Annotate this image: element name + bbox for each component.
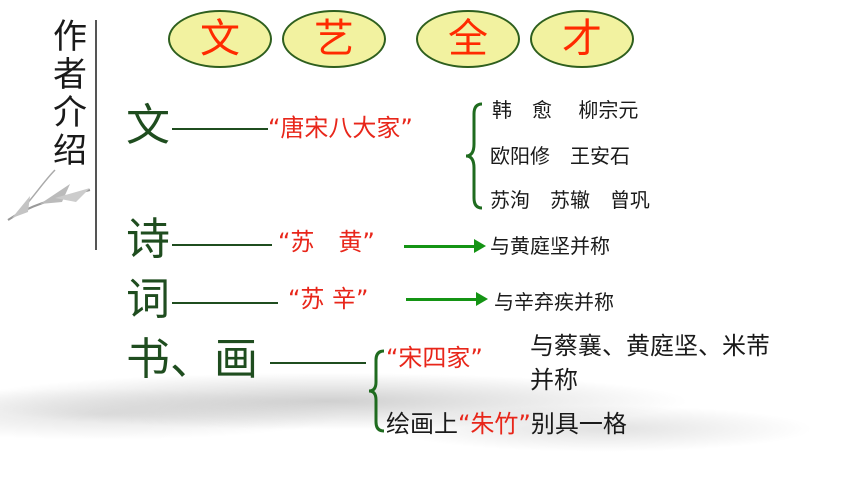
- dash-shuhua: [270, 362, 366, 364]
- bamboo-decoration-icon: [7, 169, 91, 221]
- painting-line: 绘画上“朱竹”别具一格: [386, 412, 627, 436]
- side-divider: [95, 20, 97, 250]
- header-oval-yi: 艺: [282, 10, 386, 68]
- wen-names-line2: 欧阳修 王安石: [490, 144, 630, 168]
- header-oval-quan: 全: [416, 10, 520, 68]
- header-oval-cai: 才: [530, 10, 634, 68]
- wen-names-line3: 苏洵 苏辙 曾巩: [490, 188, 650, 212]
- ink-wash-background: [0, 300, 860, 484]
- note-ci: 与辛弃疾并称: [494, 290, 614, 314]
- header-oval-wen: 文: [168, 10, 272, 68]
- row-label-ci: 词: [126, 274, 170, 325]
- arrow-shi-icon: [404, 239, 486, 253]
- term-ci: “苏 辛”: [288, 285, 369, 313]
- brace-shuhua-icon: [368, 349, 385, 433]
- header-char: 才: [562, 16, 602, 62]
- side-title-char: 介: [53, 93, 87, 133]
- dash-ci: [172, 302, 278, 304]
- term-shuhua: “宋四家”: [386, 344, 483, 372]
- note-shi: 与黄庭坚并称: [490, 234, 610, 258]
- header-char: 文: [200, 16, 240, 62]
- header-char: 艺: [314, 16, 354, 62]
- note-shuhua-line1: 与蔡襄、黄庭坚、米芾: [530, 332, 770, 360]
- row-label-shi: 诗: [126, 214, 170, 265]
- row-label-shuhua: 书、画: [126, 334, 258, 385]
- side-title: 作 者 介 绍: [50, 18, 90, 170]
- wen-names-line1: 韩 愈 柳宗元: [492, 98, 639, 122]
- side-title-char: 者: [53, 55, 87, 95]
- header-char: 全: [448, 16, 488, 62]
- term-wen: “唐宋八大家”: [268, 114, 413, 142]
- brace-wen-icon: [465, 102, 483, 210]
- painting-term: “朱竹”: [458, 410, 531, 438]
- dash-wen: [172, 128, 268, 130]
- arrow-ci-icon: [406, 292, 488, 306]
- painting-suffix: 别具一格: [530, 410, 627, 438]
- side-title-char: 绍: [53, 131, 87, 171]
- dash-shi: [172, 244, 272, 246]
- note-shuhua-line2: 并称: [530, 366, 578, 394]
- term-shi: “苏 黄”: [278, 228, 375, 256]
- side-title-char: 作: [53, 17, 87, 57]
- painting-prefix: 绘画上: [386, 410, 458, 438]
- row-label-wen: 文: [126, 100, 170, 151]
